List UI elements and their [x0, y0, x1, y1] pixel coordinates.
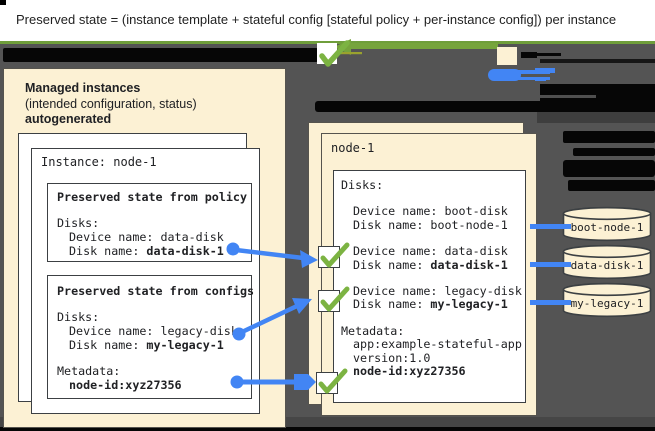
disk-cylinder-boot: boot-node-1	[562, 206, 652, 242]
redaction-bar	[563, 131, 655, 143]
policy-box-title: Preserved state from policy	[57, 190, 247, 204]
managed-instances-heading: Managed instances (intended configuratio…	[25, 81, 197, 128]
policy-disk-value: data-disk-1	[146, 244, 224, 258]
disk-cylinder-legacy: my-legacy-1	[562, 282, 652, 318]
node-data-disk-line: Disk name: data-disk-1	[341, 257, 522, 272]
title-bar: Preserved state = (instance template + s…	[0, 0, 655, 41]
green-arrow	[334, 39, 498, 55]
redaction-bar	[537, 53, 561, 56]
checkmark-box-metadata	[316, 368, 348, 394]
node-legacy-disk-value: my-legacy-1	[430, 297, 508, 312]
corner-mark	[0, 0, 6, 5]
configs-disks-label: Disks:	[57, 310, 100, 324]
configs-box-title: Preserved state from configs	[57, 284, 255, 298]
disk-label: my-legacy-1	[571, 297, 644, 310]
instance-card-title: Instance: node-1	[41, 155, 157, 169]
checkmark-box-top	[317, 40, 350, 67]
node-metadata-app: app:example-stateful-app	[353, 337, 522, 352]
heading-line-1: Managed instances	[25, 81, 141, 95]
heading-line-2: (intended configuration, status)	[25, 96, 197, 111]
disk-label: boot-node-1	[571, 221, 644, 234]
node-data-disk-value: data-disk-1	[430, 257, 508, 272]
check-icon	[320, 242, 350, 268]
redaction-band	[537, 112, 655, 123]
node-legacy-disk-label: Disk name:	[353, 297, 431, 312]
node-legacy-device-line: Device name: legacy-disk	[353, 284, 522, 299]
checkmark-box-legacy-disk	[318, 286, 350, 312]
preserved-state-policy-content: Preserved state from policy Disks: Devic…	[57, 190, 247, 258]
redaction-bar	[3, 48, 318, 62]
configs-disk-line: Disk name: my-legacy-1	[57, 338, 254, 352]
heading-line-3: autogenerated	[25, 112, 112, 126]
node-metadata-label: Metadata:	[341, 323, 405, 338]
preserved-state-configs-content: Preserved state from configs Disks: Devi…	[57, 284, 254, 392]
check-icon	[319, 40, 350, 67]
node-boot-disk-line: Disk name: boot-node-1	[353, 217, 508, 232]
node-config-content: Disks: Device name: boot-disk Disk name:…	[341, 178, 522, 379]
blue-scribble	[535, 78, 546, 81]
disk-label: data-disk-1	[571, 259, 644, 272]
disk-cylinder-data: data-disk-1	[562, 244, 652, 280]
configs-device-line: Device name: legacy-disk	[69, 324, 238, 338]
diagram-title: Preserved state = (instance template + s…	[16, 12, 617, 27]
node-data-device-line: Device name: data-disk	[353, 244, 508, 259]
check-icon	[318, 368, 348, 394]
blue-scribble	[503, 77, 550, 80]
preserved-state-configs-box	[47, 275, 252, 399]
redaction-bar	[563, 160, 655, 177]
node-legacy-disk-line: Disk name: my-legacy-1	[341, 298, 522, 311]
node-metadata-version: version:1.0	[353, 350, 431, 365]
node-data-disk-label: Disk name:	[353, 257, 431, 272]
redaction-bar	[315, 101, 655, 112]
policy-disk-line: Disk name: data-disk-1	[57, 244, 247, 258]
redaction-bar	[521, 52, 537, 58]
configs-metadata-label: Metadata:	[57, 364, 121, 378]
redaction-bar	[573, 148, 655, 156]
configs-disk-value: my-legacy-1	[146, 338, 224, 352]
blue-scribble	[535, 68, 555, 73]
redaction-bar	[568, 180, 655, 191]
preserved-state-policy-box	[47, 183, 252, 262]
node-config-box	[333, 170, 526, 403]
node-disks-label: Disks:	[341, 178, 384, 192]
node-boot-device-line: Device name: boot-disk	[353, 204, 508, 219]
configs-metadata-value: node-id:xyz27356	[69, 378, 182, 392]
green-divider-line	[0, 41, 655, 44]
node-metadata-node-id: node-id:xyz27356	[353, 364, 466, 379]
instance-template-chip	[497, 47, 517, 65]
checkmark-box-data-disk	[318, 242, 350, 268]
policy-disk-label: Disk name:	[69, 244, 147, 258]
node-panel-title: node-1	[331, 141, 375, 155]
policy-disks-label: Disks:	[57, 216, 100, 230]
bottom-strip	[0, 427, 655, 431]
configs-disk-label: Disk name:	[69, 338, 147, 352]
redaction-line	[540, 95, 596, 98]
redaction-bar	[540, 59, 655, 63]
blue-scribble	[512, 70, 550, 74]
check-icon	[320, 286, 350, 312]
policy-device-line: Device name: data-disk	[69, 230, 224, 244]
redaction-bar	[540, 84, 655, 114]
